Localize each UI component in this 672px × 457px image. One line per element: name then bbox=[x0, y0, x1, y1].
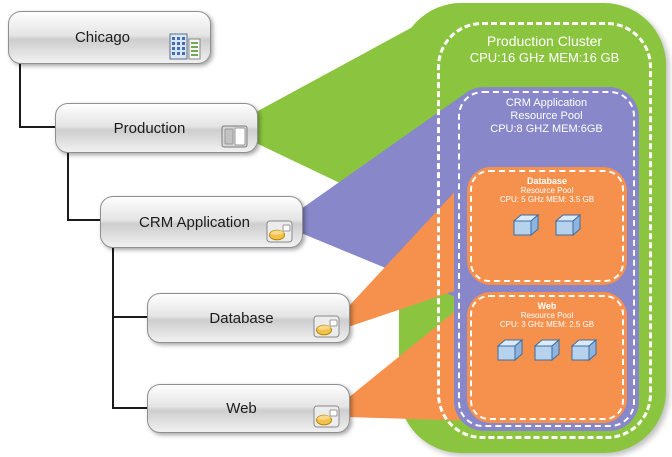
database-pool-title: Database bbox=[526, 176, 568, 186]
vm-icon bbox=[496, 338, 524, 362]
web-pool-subtitle: Resource Pool bbox=[520, 311, 574, 320]
web-pool-title: Web bbox=[537, 301, 557, 311]
tree-node-label: CRM Application bbox=[139, 213, 250, 231]
tree-node-chicago: Chicago bbox=[8, 11, 211, 64]
tree-node-database: Database bbox=[147, 293, 350, 343]
vm-icon bbox=[554, 213, 582, 237]
web-vm-row bbox=[467, 337, 627, 363]
tree-node-label: Chicago bbox=[74, 29, 131, 46]
tree-node-label: Web bbox=[226, 400, 257, 417]
crm-pool-title: CRM Application bbox=[505, 97, 588, 109]
cluster-specs: CPU:16 GHz MEM:16 GB bbox=[469, 50, 620, 65]
web-pool-specs: CPU: 3 GHz MEM: 2.5 GB bbox=[499, 320, 595, 329]
datacenter-icon bbox=[169, 33, 201, 60]
cluster-title: Production Cluster bbox=[486, 33, 603, 49]
crm-pool-specs: CPU:8 GHZ MEM:6GB bbox=[490, 123, 603, 135]
database-vm-row bbox=[467, 212, 627, 238]
resource-pool-icon bbox=[313, 404, 340, 429]
tree-node-label: Database bbox=[209, 309, 274, 327]
tree-node-production: Production bbox=[55, 103, 258, 153]
tree-node-crm-application: CRM Application bbox=[100, 196, 303, 248]
database-pool-subtitle: Resource Pool bbox=[520, 186, 574, 195]
web-pool-box: Web Resource Pool CPU: 3 GHz MEM: 2.5 GB bbox=[467, 292, 627, 423]
vm-icon bbox=[570, 338, 598, 362]
crm-pool-subtitle: Resource Pool bbox=[510, 110, 583, 122]
vm-icon bbox=[533, 338, 561, 362]
tree-node-label: Production bbox=[113, 119, 186, 137]
database-pool-specs: CPU: 5 GHz MEM: 3.5 GB bbox=[499, 195, 595, 204]
database-pool-box: Database Resource Pool CPU: 5 GHz MEM: 3… bbox=[467, 167, 627, 285]
host-icon bbox=[221, 124, 248, 149]
vm-icon bbox=[512, 213, 540, 237]
tree-node-web: Web bbox=[147, 384, 350, 433]
resource-pool-icon bbox=[266, 219, 293, 244]
resource-pool-icon bbox=[313, 314, 340, 339]
